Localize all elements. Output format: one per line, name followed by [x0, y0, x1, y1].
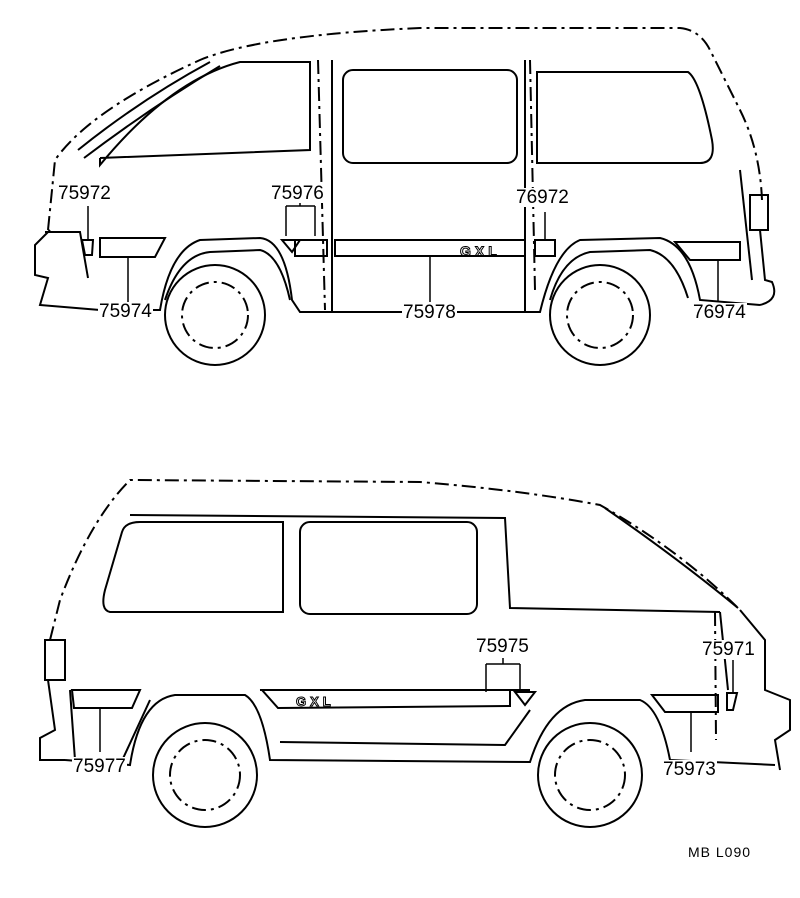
svg-text:GXL: GXL: [460, 243, 501, 259]
callout-75978: 75978: [402, 302, 457, 323]
top-van-illustration: GXL: [34, 27, 776, 366]
callout-75977: 75977: [72, 756, 127, 777]
callout-75971: 75971: [701, 639, 756, 660]
callout-75972: 75972: [57, 183, 112, 204]
callout-76974: 76974: [692, 302, 747, 323]
callout-75973: 75973: [662, 759, 717, 780]
figure-code: MB L090: [688, 844, 752, 860]
callout-75976: 75976: [270, 183, 325, 204]
svg-text:GXL: GXL: [296, 694, 335, 709]
callout-75974: 75974: [98, 301, 153, 322]
callout-75975: 75975: [475, 636, 530, 657]
callout-76972: 76972: [515, 187, 570, 208]
